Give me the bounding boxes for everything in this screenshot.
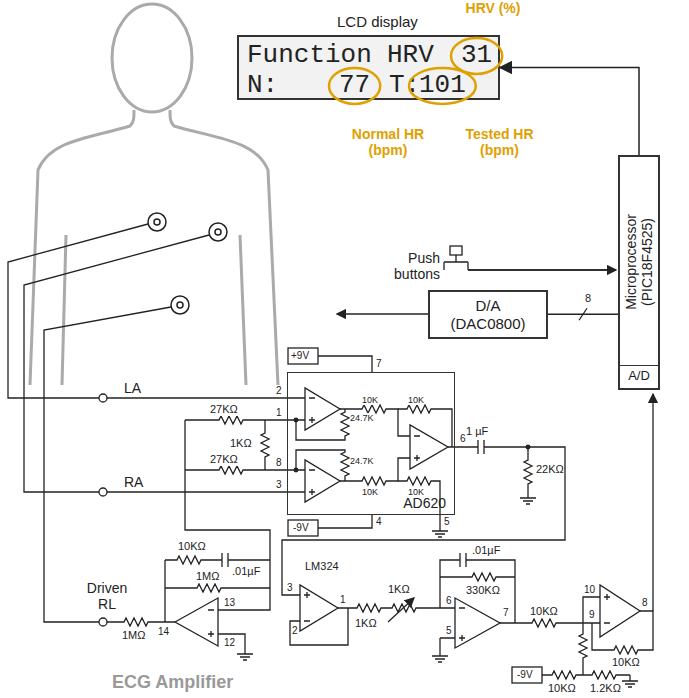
component-label: 1KΩ [230,437,252,450]
component-label: 1.2KΩ [590,682,621,695]
lcd-display: LCD displayFunctionHRV31N:77T:101 [237,35,500,100]
callout-label: Normal HR (bpm) [338,126,438,158]
pin-number: -9V [517,669,533,681]
pin-number: +9V [291,350,309,362]
component-label: 10K [362,487,378,497]
bus-width: 8 [585,292,591,305]
component-label: 10K [362,395,378,405]
pin-number: 8 [642,597,648,609]
component-label: LM324 [305,560,339,573]
component-label: .01µF [472,544,500,557]
component-label: 27KΩ [210,453,238,466]
component-label: 24.7K [350,413,374,423]
display-heading: LCD display [337,13,418,30]
display-text: T: [389,71,420,101]
component-label: 10K [408,395,424,405]
display-text: N: [247,71,278,101]
display-text: HRV [387,41,434,71]
pin-number: 7 [376,358,382,370]
block-name: D/A (DAC0800) [443,297,533,332]
component-label: 10KΩ [178,540,206,553]
dac-box: D/A (DAC0800) [428,290,548,339]
display-text: 101 [419,71,466,101]
lead-wires [8,224,209,622]
pin-number: -9V [293,522,309,534]
pin-number: 3 [287,582,293,594]
pin-number: 1 [340,594,346,606]
callout-ellipse [329,68,380,104]
port-name: A/D [620,369,658,384]
pin-number: 9 [589,609,595,621]
chip-name: Microprocessor (PIC18F4525) [623,187,655,337]
pin-number: 2 [276,385,282,397]
component-label: 1MΩ [196,570,220,583]
component-label: 10KΩ [612,656,640,669]
connector [548,314,618,316]
component-label: 1MΩ [122,629,146,642]
divider-line [620,365,658,366]
pin-number: 5 [444,516,450,528]
component-label: 1KΩ [355,617,377,630]
component-label: 10KΩ [530,605,558,618]
pin-number: 10 [584,584,595,596]
callout-label: HRV (%) [458,0,528,16]
pin-number: 13 [224,597,235,609]
pin-number: 6 [460,433,466,445]
pin-number: 7 [503,607,509,619]
display-text: Function [247,41,372,71]
component-label: 1KΩ [388,583,410,596]
component-label: 27KΩ [210,403,238,416]
callout-ellipse [409,68,476,104]
display-text: 31 [461,41,492,71]
pin-number: 2 [292,625,298,637]
component-label: .01µF [232,565,260,578]
callout-label: Tested HR (bpm) [452,126,547,158]
component-label: 330KΩ [466,584,500,597]
display-text: 77 [339,71,370,101]
electrodes [148,213,227,314]
component-label: 1 µF [466,425,488,438]
component-label: Push buttons [376,250,440,282]
component-label: 24.7K [350,456,374,466]
component-label: 10KΩ [548,682,576,695]
component-label: Driven RL [76,580,138,612]
pin-number: 5 [446,625,452,637]
component-label: LA [124,380,141,396]
pin-number: 1 [276,407,282,419]
pin-number: 8 [276,457,282,469]
pin-number: 3 [276,479,282,491]
component-label: 10K [408,487,424,497]
component-label: RA [124,474,143,490]
pin-number: 14 [158,626,169,638]
pin-number: 12 [224,637,235,649]
circuit-wires [99,246,653,687]
figure-caption: ECG Amplifier [112,672,233,693]
component-label: 22KΩ [536,463,564,476]
microprocessor-box: Microprocessor (PIC18F4525) A/D [618,155,660,390]
callout-ellipse [451,38,502,74]
pin-number: 6 [446,595,452,607]
pin-number: 4 [376,516,382,528]
